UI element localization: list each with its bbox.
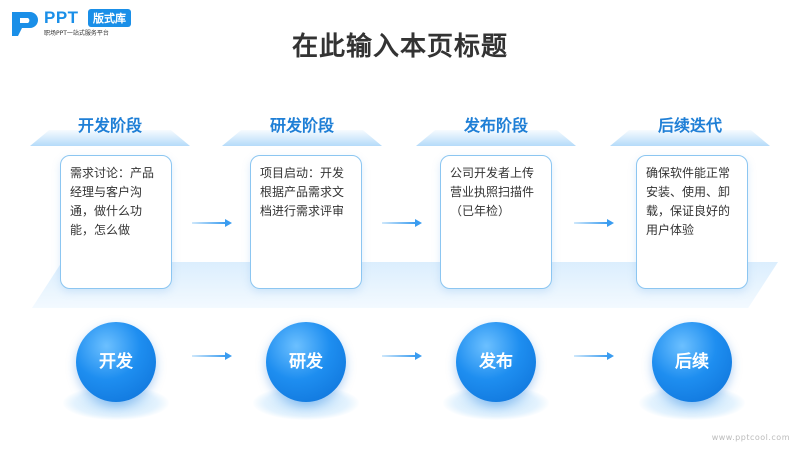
logo-tagline: 职场PPT一站式服务平台 xyxy=(44,30,109,37)
stage-card-1: 需求讨论：产品经理与客户沟通，做什么功能，怎么做 xyxy=(60,155,172,289)
stage-heading-label: 后续迭代 xyxy=(657,116,722,135)
stage-circle-label: 研发 xyxy=(289,352,323,372)
logo-badge: 版式库 xyxy=(88,9,131,27)
footer-watermark: www.pptcool.com xyxy=(711,433,790,442)
stage-heading-4: 后续迭代 xyxy=(610,108,770,146)
stage-circle-3: 发布 xyxy=(456,322,536,402)
stage-circle-4: 后续 xyxy=(652,322,732,402)
stage-circle-1: 开发 xyxy=(76,322,156,402)
stage-circle-2: 研发 xyxy=(266,322,346,402)
stage-heading-label: 研发阶段 xyxy=(269,116,334,135)
arrow-right-icon xyxy=(574,219,614,227)
stage-heading-3: 发布阶段 xyxy=(416,108,576,146)
stage-card-3: 公司开发者上传营业执照扫描件（已年检） xyxy=(440,155,552,289)
stage-heading-2: 研发阶段 xyxy=(222,108,382,146)
stage-heading-label: 开发阶段 xyxy=(77,116,142,135)
arrow-right-icon xyxy=(192,219,232,227)
page-title[interactable]: 在此输入本页标题 xyxy=(291,32,508,62)
logo-text: PPT xyxy=(44,8,79,27)
stage-circle-label: 后续 xyxy=(675,352,709,372)
stage-circle-label: 发布 xyxy=(479,352,513,372)
brand-logo: PPT 版式库 职场PPT一站式服务平台 xyxy=(8,6,168,40)
stage-heading-label: 发布阶段 xyxy=(463,116,528,135)
stage-circle-label: 开发 xyxy=(99,352,133,372)
stage-card-2: 项目启动：开发根据产品需求文档进行需求评审 xyxy=(250,155,362,289)
stage-card-4: 确保软件能正常安装、使用、卸载，保证良好的用户体验 xyxy=(636,155,748,289)
arrow-right-icon xyxy=(382,352,422,360)
arrow-right-icon xyxy=(574,352,614,360)
stage-heading-1: 开发阶段 xyxy=(30,108,190,146)
arrow-right-icon xyxy=(382,219,422,227)
arrow-right-icon xyxy=(192,352,232,360)
logo-mark-icon xyxy=(12,12,38,36)
